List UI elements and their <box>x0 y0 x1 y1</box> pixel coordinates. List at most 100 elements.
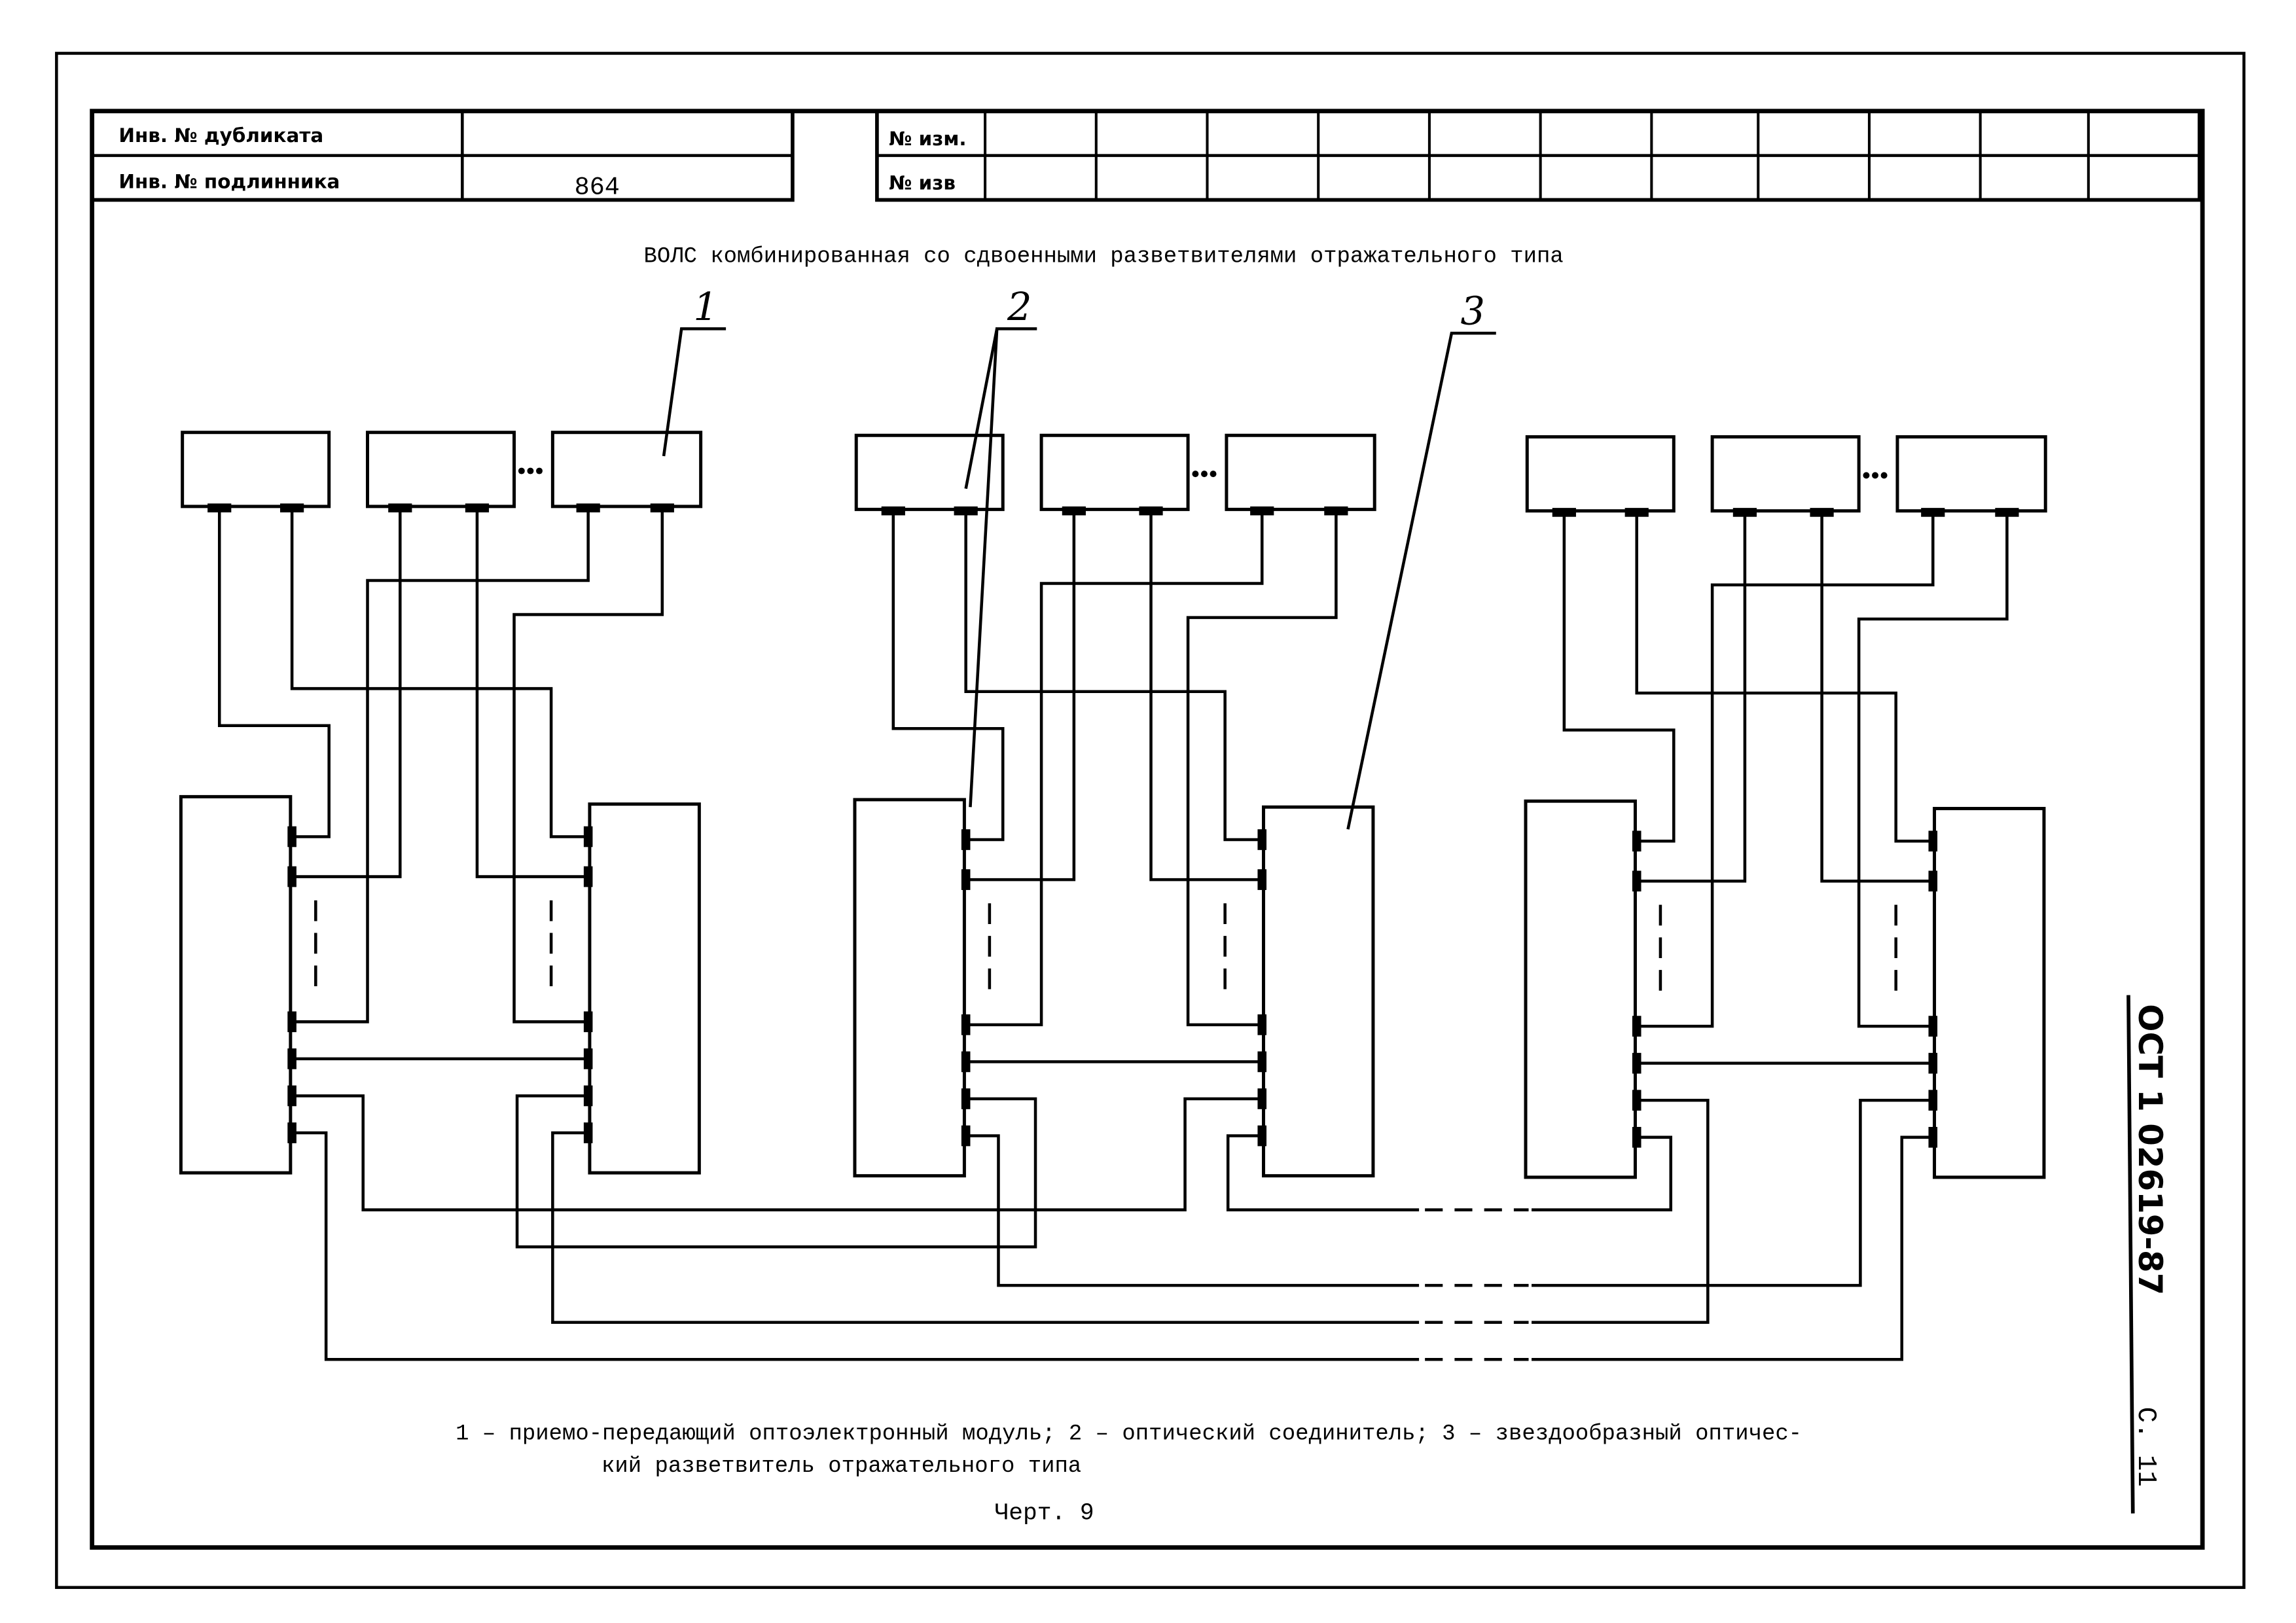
optical-fiber-line <box>512 506 664 1024</box>
optical-fiber-line <box>290 506 402 878</box>
optical-connector <box>1632 1016 1641 1037</box>
ellipsis-dot <box>1192 471 1199 478</box>
trunk-fiber-line <box>1532 1135 1673 1211</box>
fiber-network-diagram <box>179 431 2047 1361</box>
original-inv-value: 864 <box>575 173 620 202</box>
trunk-fiber-line <box>290 1094 1264 1211</box>
optical-fiber-line <box>964 509 1076 882</box>
optical-fiber-line <box>1820 510 1935 883</box>
optical-connector <box>1995 508 2019 517</box>
star-splitter-right <box>1933 806 2046 1179</box>
node-group <box>179 431 703 1175</box>
optical-connector <box>465 503 490 512</box>
optical-connector <box>287 1048 296 1069</box>
ellipsis-dot <box>1201 471 1208 478</box>
star-splitter-left <box>179 794 293 1175</box>
notice-no-label: № изв <box>889 172 956 194</box>
optical-connector <box>1928 1016 1938 1037</box>
transceiver-module <box>366 431 516 508</box>
ellipsis-dot <box>518 467 525 474</box>
optical-connector <box>961 1051 971 1073</box>
optical-connector <box>961 829 971 850</box>
duplicate-inv-label: Инв. № дубликата <box>118 124 323 147</box>
ellipsis-dot <box>1872 472 1878 479</box>
transceiver-module <box>550 431 703 508</box>
optical-connector <box>1810 508 1834 517</box>
optical-fiber-line <box>475 506 590 878</box>
callout-3: 3 <box>1346 289 1496 830</box>
optical-fiber-line <box>1149 509 1264 882</box>
optical-connector <box>1632 1090 1641 1111</box>
optical-fiber-line <box>964 509 1264 1027</box>
optical-connector <box>1257 869 1267 890</box>
side-strip: ОСТ 1 02619-87 С. 11 <box>2126 995 2169 1514</box>
optical-connector <box>1928 830 1938 852</box>
optical-connector <box>583 1048 593 1069</box>
optical-connector <box>287 1011 296 1033</box>
node-group <box>1524 435 2047 1179</box>
optical-fiber-line <box>964 509 1264 842</box>
trunk-fiber-line <box>1532 1098 1710 1324</box>
optical-connector <box>650 503 674 512</box>
ellipsis-dot <box>1210 471 1217 478</box>
optical-connector <box>1928 870 1938 892</box>
callout-2-number: 2 <box>1007 284 1031 329</box>
trunk-fiber-line <box>1532 1098 1935 1287</box>
optical-connector <box>954 506 978 516</box>
trunk-fiber-line <box>515 1094 1037 1249</box>
optical-connector <box>961 1014 971 1035</box>
optical-fiber-line <box>1857 510 2009 1028</box>
optical-connector <box>576 503 600 512</box>
optical-connector <box>1257 829 1267 850</box>
callout-3-number: 3 <box>1460 289 1484 334</box>
star-splitter-left <box>853 798 966 1178</box>
star-splitter-right <box>1262 805 1375 1178</box>
optical-connector <box>583 866 593 887</box>
transceiver-module <box>181 431 331 508</box>
optical-fiber-line <box>1635 510 1935 843</box>
outer-border <box>55 52 2246 1589</box>
transceiver-module <box>1895 435 2047 513</box>
optical-fiber-line <box>1562 510 1676 843</box>
transceiver-module <box>1525 435 1676 513</box>
optical-connector <box>280 503 304 512</box>
optical-connector <box>1921 508 1945 517</box>
optical-connector <box>1250 506 1274 516</box>
drawing-title: ВОЛС комбинированная со сдвоенными разве… <box>643 245 1563 270</box>
optical-fiber-line <box>1186 509 1338 1027</box>
optical-connector <box>1928 1052 1938 1074</box>
page-number: С. 11 <box>2130 1407 2161 1487</box>
optical-connector <box>1257 1051 1267 1073</box>
optical-connector <box>1632 1126 1641 1148</box>
optical-connector <box>583 826 593 847</box>
legend-line-2: кий разветвитель отражательного типа <box>601 1454 1081 1479</box>
trunk-fiber-line <box>1226 1134 1420 1211</box>
callout-1: 1 <box>662 284 726 457</box>
callout-1-number: 1 <box>693 284 717 329</box>
figure-label: Черт. 9 <box>995 1500 1094 1527</box>
ellipsis-dot <box>527 467 534 474</box>
optical-connector <box>1552 508 1576 517</box>
ellipsis-dot <box>1863 472 1870 479</box>
optical-connector <box>1324 506 1348 516</box>
legend-line-1: 1 – приемо-передающий оптоэлектронный мо… <box>456 1421 1802 1446</box>
optical-fiber-line <box>1635 510 1935 1028</box>
transceiver-module <box>1039 433 1190 511</box>
change-no-label: № изм. <box>889 128 967 150</box>
star-splitter-right <box>588 802 701 1175</box>
optical-fiber-line <box>1635 510 1747 883</box>
optical-connector <box>1062 506 1086 516</box>
ellipsis-dot <box>536 467 543 474</box>
optical-connector <box>1139 506 1163 516</box>
optical-connector <box>961 869 971 890</box>
optical-connector <box>1257 1014 1267 1035</box>
trunk-fiber-line <box>290 1131 1420 1361</box>
optical-connector <box>1632 870 1641 892</box>
trunk-fiber-line <box>964 1134 1420 1287</box>
optical-connector <box>1732 508 1757 517</box>
transceiver-module <box>1710 435 1861 513</box>
stamp-table-right: № изм. № изв <box>875 109 2202 202</box>
callout-2: 2 <box>964 284 1037 808</box>
optical-connector <box>583 1011 593 1033</box>
